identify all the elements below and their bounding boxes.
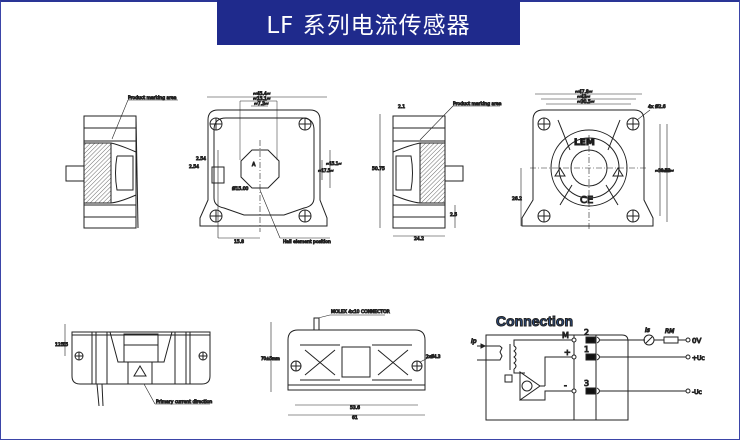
dim-hall-offset: 15.8	[234, 239, 244, 245]
dim-right-foot: 2.5	[450, 212, 457, 218]
dim-overall-length: 61	[352, 415, 358, 421]
terminal-minus-uc: -Uc	[692, 389, 702, 396]
pin-sign-minus: -	[564, 381, 567, 390]
dim-aperture-diameter: Ø15.00	[232, 185, 249, 192]
meter-label: Is	[645, 327, 650, 334]
terminal-plus-uc: +Uc	[692, 355, 705, 362]
dim-bottom-height-2: 5.5	[61, 342, 68, 348]
dim-back-inner: ≈30.5≈	[577, 99, 595, 105]
lem-logo: LEM	[574, 138, 595, 148]
dim-front-hole: ≈7.3≈	[254, 101, 269, 107]
pin-number-1: 1	[584, 345, 589, 354]
dim-bottom-height-1: 12.7	[55, 342, 65, 348]
dim-back-vertical-outer: ≈43≈	[662, 168, 674, 173]
pin-number-2: 2	[584, 328, 589, 337]
dim-hole-spacing: 53.6	[350, 405, 360, 411]
callout-primary-current: Primary current direction	[156, 399, 212, 405]
datum-marker: A	[252, 162, 256, 168]
resistor-label: RM	[665, 328, 675, 335]
pin-number-3: 3	[584, 379, 589, 388]
connection-diagram	[477, 334, 691, 421]
dim-pin-pitch-2: 2.54	[196, 156, 206, 162]
dim-mount-holes: 4x Ø2.6	[648, 103, 666, 110]
dim-front-width: ≈45.4≈	[253, 91, 271, 97]
callout-product-marking-right: Product marking area	[453, 101, 502, 107]
dim-pin-pitch-1: 2.54	[189, 164, 199, 170]
dim-back-vertical-inner: ≈30.5≈	[655, 168, 671, 173]
bottom-view-middle	[270, 314, 433, 416]
front-view	[199, 96, 331, 239]
dim-back-center-height: 26.2	[512, 196, 522, 202]
terminal-0v: 0V	[692, 337, 701, 345]
back-view	[520, 93, 668, 230]
dim-right-lip: 2.1	[398, 104, 405, 110]
dim-back-width: ≈47.8≈	[575, 89, 593, 95]
dim-cable-length: 70±5mm	[261, 356, 280, 361]
connection-title: Connection	[496, 313, 573, 329]
pin-sign-m: M	[562, 331, 569, 340]
input-current-label: Ip	[471, 338, 477, 345]
bottom-view-left	[64, 324, 211, 407]
ce-mark: CE	[580, 195, 593, 206]
dim-front-inner: ≈15.1≈	[253, 96, 271, 102]
side-view-left	[65, 99, 178, 229]
dim-front-height-inner: ≈17.5≈	[318, 168, 334, 173]
callout-hall-element: Hall element position	[283, 239, 331, 245]
side-view-right	[379, 105, 500, 237]
dim-front-height-outer: ≈15.1≈	[326, 161, 342, 166]
page-title: LF 系列电流传感器	[217, 0, 520, 45]
callout-molex-connector: MOLEX 4x10 CONNECTOR	[331, 309, 390, 315]
dim-mount-hole-diameter: 2xØ4.3	[426, 354, 441, 359]
pin-sign-plus: +	[564, 348, 571, 357]
dim-right-height: 50.75	[372, 166, 385, 172]
callout-product-marking-left: Product marking area	[128, 95, 177, 101]
dim-back-hole-spacing: ≈43≈	[577, 94, 590, 100]
dim-right-depth: 24.2	[414, 236, 424, 242]
